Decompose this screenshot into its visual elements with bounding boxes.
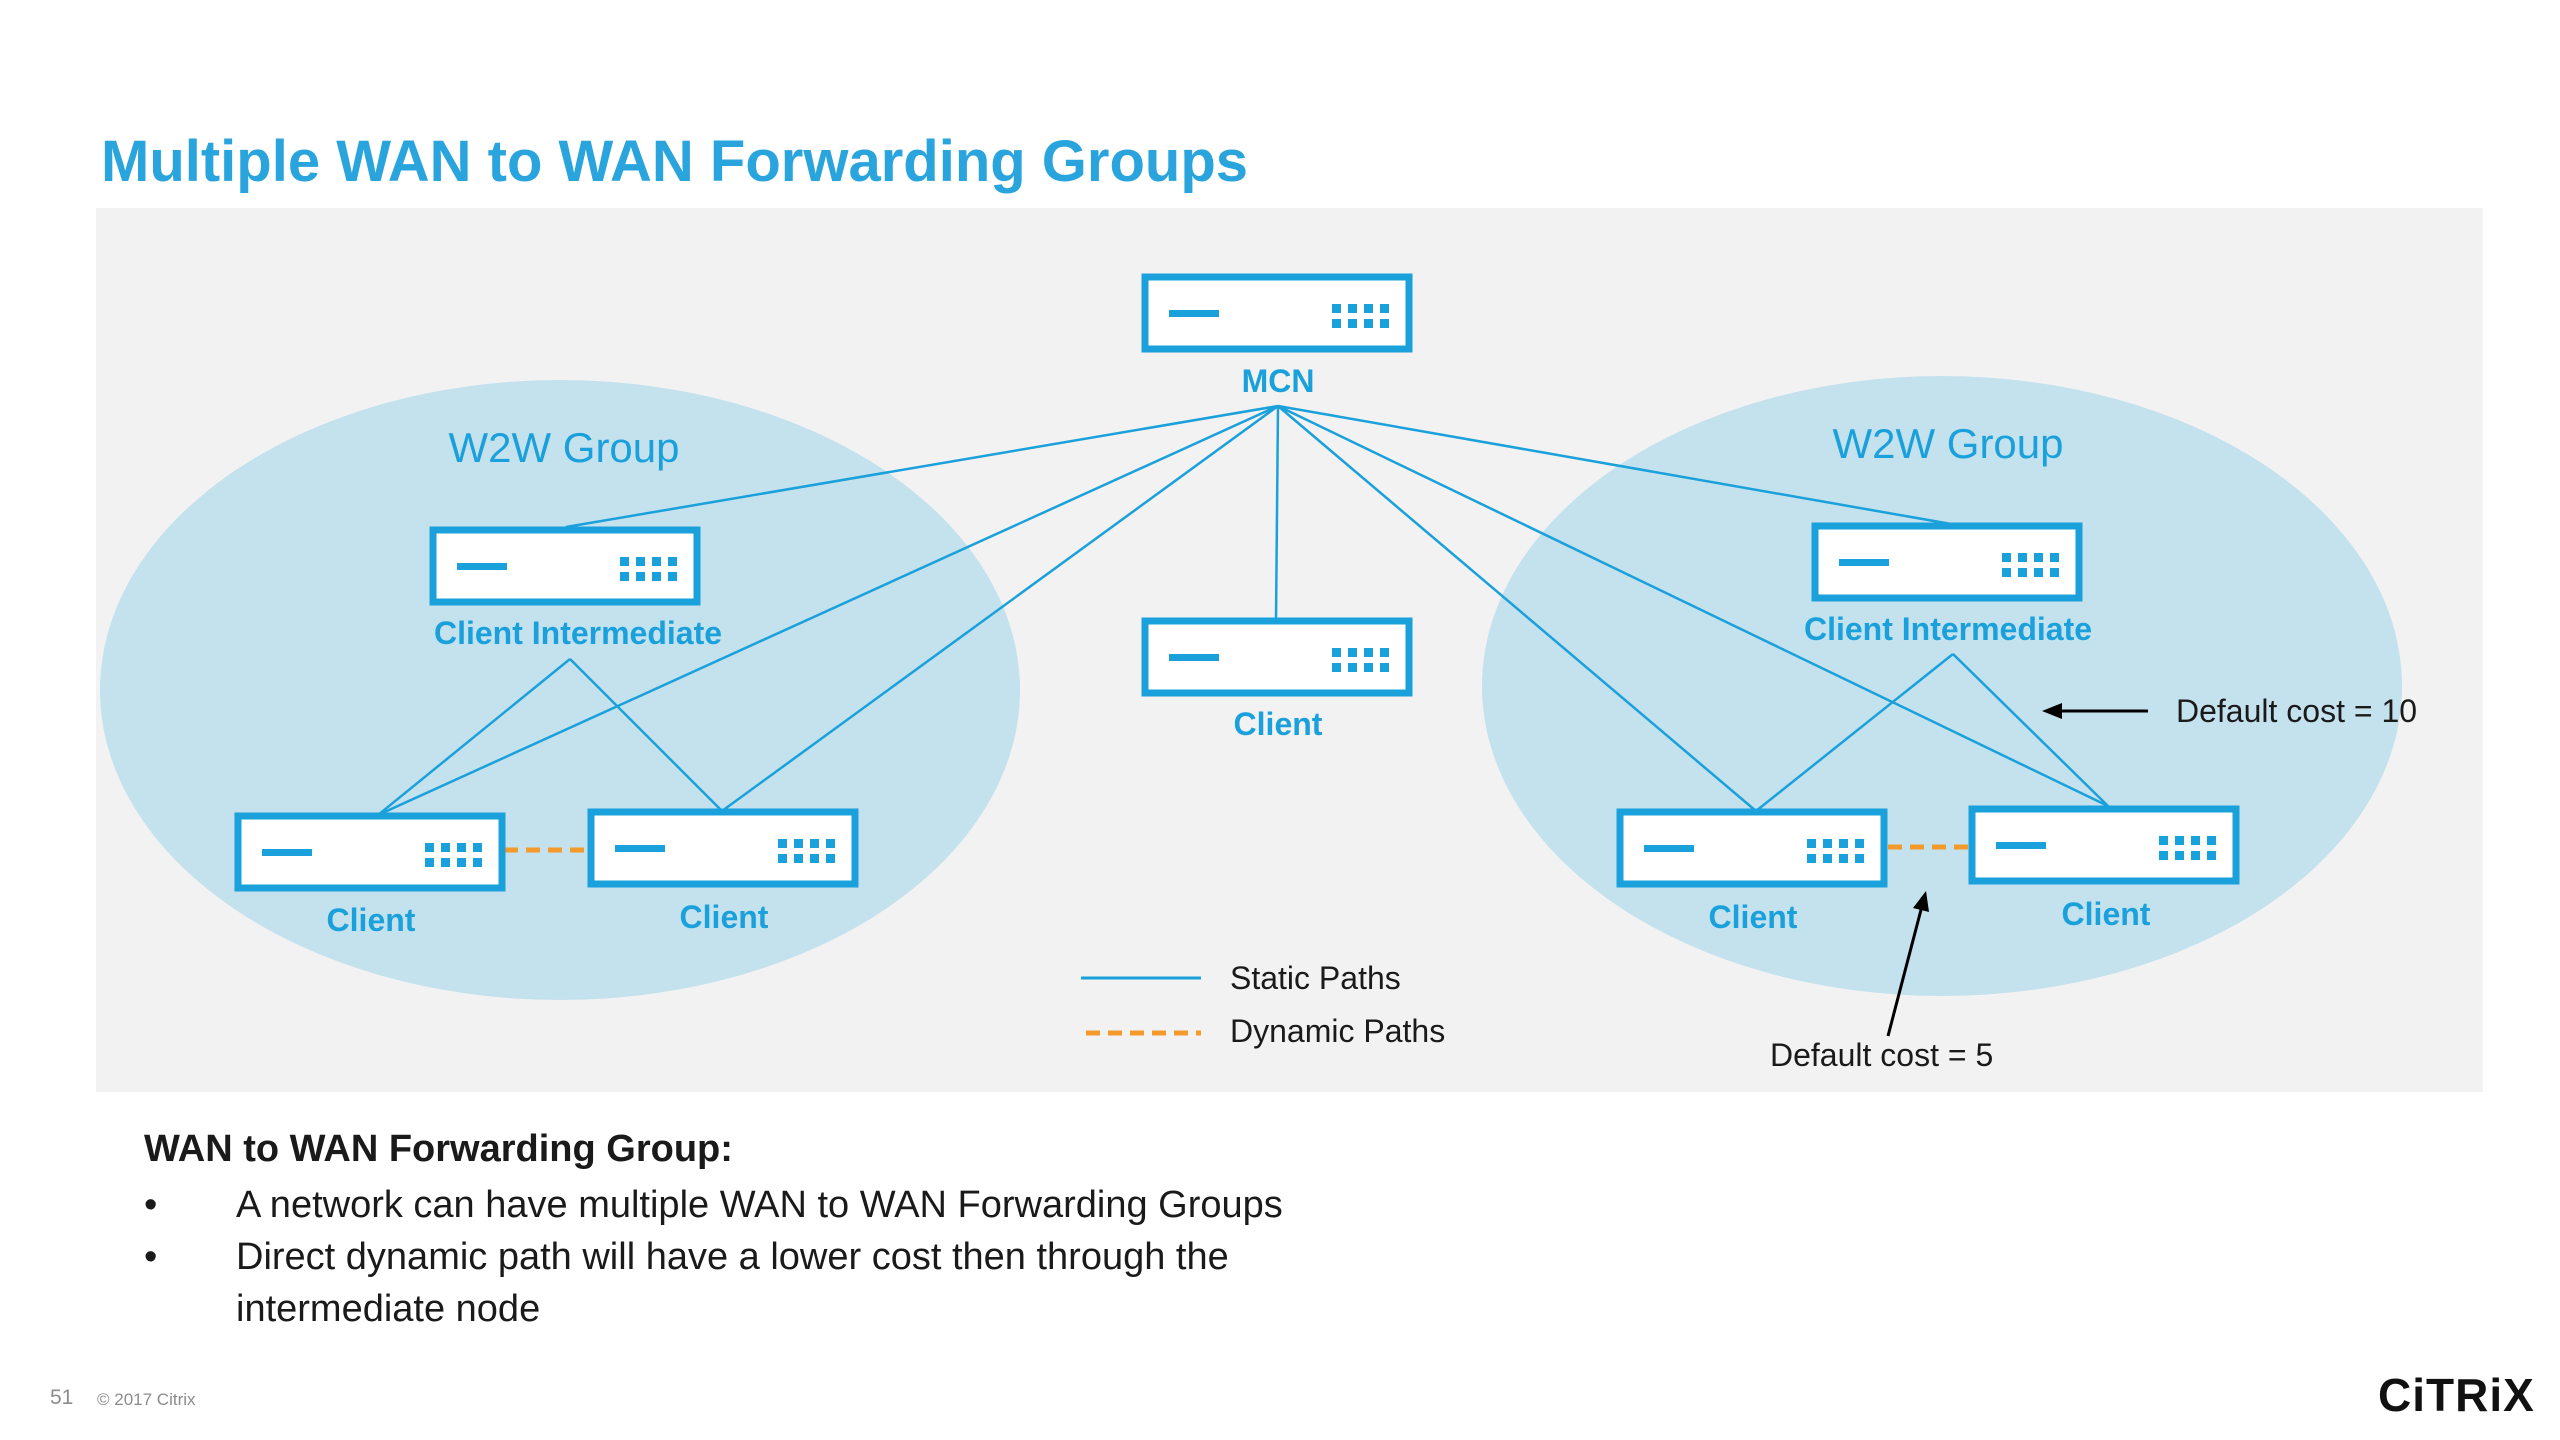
w2w-group-right-label: W2W Group (1832, 420, 2063, 467)
mcn-label: MCN (1242, 363, 1315, 399)
dynamic-paths (504, 844, 1974, 853)
legend-static-label: Static Paths (1230, 960, 1401, 996)
left-intermediate-device-icon (433, 530, 697, 602)
legend-dynamic-label: Dynamic Paths (1230, 1013, 1445, 1049)
notes-bullet: • Direct dynamic path will have a lower … (144, 1231, 1544, 1335)
bullet-marker: • (144, 1184, 158, 1226)
page-number: 51 (50, 1386, 74, 1409)
notes-heading: WAN to WAN Forwarding Group: (144, 1128, 733, 1170)
bullet-text: A network can have multiple WAN to WAN F… (236, 1184, 1283, 1226)
cost-10-arrowhead (2042, 703, 2062, 719)
left-client-1-device-icon (238, 816, 502, 888)
center-client-label: Client (1234, 706, 1323, 742)
center-client-device-icon (1145, 621, 1409, 693)
left-client-2-device-icon (591, 812, 855, 884)
citrix-logo: CiTRiX (2378, 1369, 2535, 1421)
left-intermediate-label: Client Intermediate (434, 615, 722, 651)
notes-section: WAN to WAN Forwarding Group: • A network… (144, 1128, 1544, 1335)
slide-title: Multiple WAN to WAN Forwarding Groups (101, 129, 1249, 194)
w2w-group-left-label: W2W Group (448, 424, 679, 471)
right-client-2-device-icon (1972, 809, 2236, 881)
static-paths (377, 404, 2109, 817)
bullet-marker: • (144, 1236, 158, 1278)
mcn-device-icon (1145, 277, 1409, 349)
notes-bullet: • A network can have multiple WAN to WAN… (144, 1179, 1544, 1231)
left-client-1-label: Client (327, 902, 416, 938)
bullet-text: Direct dynamic path will have a lower co… (236, 1236, 1229, 1330)
cost-5-arrowhead (1913, 891, 1929, 912)
copyright: © 2017 Citrix (97, 1390, 196, 1409)
cost-10-annotation: Default cost = 10 (2176, 693, 2417, 729)
cost-5-annotation: Default cost = 5 (1770, 1037, 1993, 1073)
w2w-group-right (1482, 376, 2402, 996)
right-intermediate-device-icon (1815, 526, 2079, 598)
legend: Static Paths Dynamic Paths (1081, 960, 1445, 1049)
cost-5-arrow (1886, 905, 1924, 1037)
right-client-1-device-icon (1620, 812, 1884, 884)
right-client-1-label: Client (1709, 899, 1798, 935)
right-client-2-label: Client (2062, 896, 2151, 932)
right-intermediate-label: Client Intermediate (1804, 611, 2092, 647)
left-client-2-label: Client (680, 899, 769, 935)
